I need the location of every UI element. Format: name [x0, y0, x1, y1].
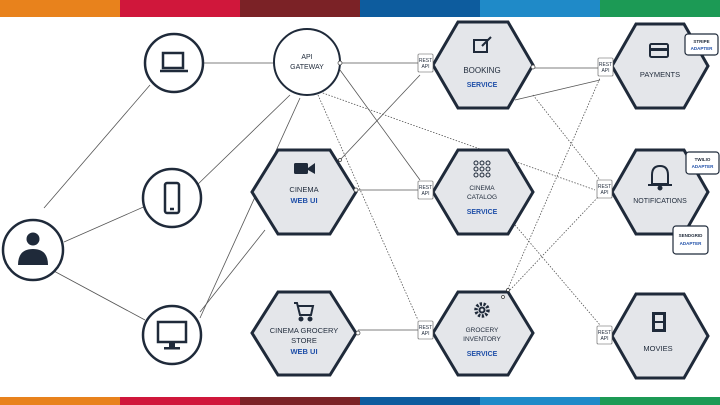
- monitor-client-node: [141, 304, 203, 366]
- booking-service-node: BOOKING SERVICE: [431, 20, 535, 110]
- rest-api-label: REST API: [597, 57, 614, 77]
- svg-text:ADAPTER: ADAPTER: [692, 164, 715, 169]
- payments-line1: PAYMENTS: [640, 70, 680, 79]
- bottom-bar-segment: [600, 397, 720, 405]
- catalog-line2: CATALOG: [467, 194, 497, 201]
- grocery-web-ui-line3: WEB UI: [290, 347, 317, 356]
- twilio-adapter-box: TWILIO ADAPTER: [685, 151, 720, 175]
- film-icon: [652, 312, 666, 332]
- top-bar-segment: [480, 0, 600, 17]
- rest-api-label: REST API: [417, 53, 434, 73]
- movies-node: MOVIES: [610, 292, 710, 380]
- user-node: [1, 218, 65, 282]
- svg-text:ADAPTER: ADAPTER: [691, 46, 714, 51]
- booking-line2: SERVICE: [467, 82, 498, 89]
- api-gateway-line1: API: [301, 54, 312, 61]
- svg-text:REST: REST: [598, 184, 611, 190]
- credit-card-icon: [649, 43, 669, 58]
- cinema-web-ui-line1: CINEMA: [289, 185, 318, 194]
- rest-api-label: REST API: [596, 179, 613, 199]
- video-camera-icon: [294, 163, 315, 174]
- mobile-client-node: [141, 167, 203, 229]
- svg-text:REST: REST: [599, 62, 612, 68]
- notifications-line1: NOTIFICATIONS: [633, 198, 687, 205]
- rest-api-label: REST API: [417, 180, 434, 200]
- desktop-client-node: [143, 32, 205, 94]
- svg-text:REST: REST: [419, 58, 432, 64]
- phone-icon: [163, 181, 181, 215]
- svg-text:ADAPTER: ADAPTER: [680, 241, 703, 246]
- inventory-line1: GROCERY: [466, 327, 499, 334]
- grocery-web-ui-line2: STORE: [291, 336, 317, 345]
- bottom-bar-segment: [0, 397, 120, 405]
- svg-text:STRIPE: STRIPE: [693, 39, 709, 44]
- rest-api-label: REST API: [596, 325, 613, 345]
- stripe-adapter-box: STRIPE ADAPTER: [684, 33, 719, 56]
- bell-icon: [648, 164, 672, 191]
- desktop-icon: [160, 51, 188, 73]
- svg-text:API: API: [600, 190, 608, 196]
- user-icon: [18, 232, 48, 265]
- svg-text:REST: REST: [598, 330, 611, 336]
- bottom-color-bar: [0, 397, 720, 405]
- edit-icon: [473, 36, 492, 53]
- svg-text:REST: REST: [419, 325, 432, 331]
- svg-text:API: API: [421, 64, 429, 70]
- svg-text:TWILIO: TWILIO: [695, 157, 711, 162]
- grid-dots-icon: [473, 160, 491, 178]
- catalog-service-node: CINEMA CATALOG SERVICE: [431, 148, 535, 236]
- catalog-line1: CINEMA: [469, 185, 495, 192]
- svg-text:API: API: [600, 336, 608, 342]
- cinema-web-ui-node: CINEMA WEB UI: [250, 148, 358, 236]
- bottom-bar-segment: [480, 397, 600, 405]
- inventory-line3: SERVICE: [467, 351, 498, 358]
- svg-text:SENDGRID: SENDGRID: [679, 233, 704, 238]
- bottom-bar-segment: [240, 397, 360, 405]
- inventory-line2: INVENTORY: [463, 336, 501, 343]
- inventory-service-node: GROCERY INVENTORY SERVICE: [431, 290, 535, 377]
- svg-text:API: API: [601, 68, 609, 74]
- top-bar-segment: [240, 0, 360, 17]
- movies-line1: MOVIES: [643, 344, 672, 353]
- top-bar-segment: [360, 0, 480, 17]
- svg-text:API: API: [421, 191, 429, 197]
- rest-api-label: REST API: [417, 320, 434, 340]
- gear-icon: [474, 302, 490, 318]
- svg-text:REST: REST: [419, 185, 432, 191]
- cart-icon: [294, 302, 315, 322]
- bottom-bar-segment: [120, 397, 240, 405]
- top-bar-segment: [120, 0, 240, 17]
- grocery-web-ui-node: CINEMA GROCERY STORE WEB UI: [250, 290, 358, 377]
- top-bar-segment: [0, 0, 120, 17]
- api-gateway-line2: GATEWAY: [290, 64, 324, 71]
- top-color-bar: [0, 0, 720, 17]
- catalog-line3: SERVICE: [467, 209, 498, 216]
- sendgrid-adapter-box: SENDGRID ADAPTER: [672, 225, 709, 255]
- grocery-web-ui-line1: CINEMA GROCERY: [270, 326, 339, 335]
- booking-line1: BOOKING: [463, 66, 500, 75]
- cinema-web-ui-line2: WEB UI: [290, 196, 317, 205]
- top-bar-segment: [600, 0, 720, 17]
- api-gateway-node: API GATEWAY: [273, 28, 341, 96]
- monitor-icon: [156, 320, 188, 350]
- bottom-bar-segment: [360, 397, 480, 405]
- svg-text:API: API: [421, 331, 429, 337]
- dotted-connectors: [317, 77, 601, 326]
- junction-dots: [337, 60, 536, 336]
